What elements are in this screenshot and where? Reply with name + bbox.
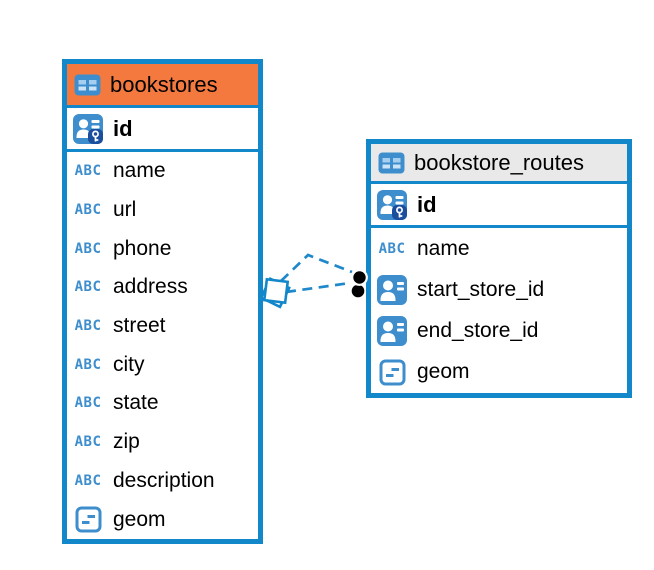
column-row-zip[interactable]: ABC zip xyxy=(67,422,258,462)
text-type-icon: ABC xyxy=(74,202,102,219)
text-type-icon: ABC xyxy=(74,318,102,335)
relationship-line-1[interactable] xyxy=(280,253,353,282)
relationship-lines[interactable] xyxy=(259,253,368,309)
column-name: state xyxy=(113,391,159,415)
column-row-end-store-id[interactable]: end_store_id xyxy=(371,310,627,352)
column-name: geom xyxy=(417,360,470,384)
table-icon xyxy=(378,152,405,173)
relationship-dot-marker[interactable] xyxy=(351,269,368,298)
column-row-street[interactable]: ABC street xyxy=(67,306,258,346)
text-type-icon: ABC xyxy=(74,240,102,257)
table-title: bookstores xyxy=(110,71,218,97)
column-row-city[interactable]: ABC city xyxy=(67,345,258,385)
text-type-icon: ABC xyxy=(74,356,102,373)
table-bookstore-routes-header[interactable]: bookstore_routes xyxy=(371,144,627,184)
column-row-name[interactable]: ABC name xyxy=(67,152,258,191)
relationship-diamond-marker[interactable] xyxy=(259,277,291,309)
column-name: description xyxy=(113,468,215,492)
table-icon xyxy=(74,74,101,95)
column-row-id[interactable]: id xyxy=(371,184,627,228)
column-row-name[interactable]: ABC name xyxy=(371,228,627,270)
column-name: end_store_id xyxy=(417,319,539,343)
column-name: zip xyxy=(113,430,140,454)
column-name: start_store_id xyxy=(417,277,545,301)
column-row-geom[interactable]: geom xyxy=(67,500,258,539)
table-bookstores[interactable]: bookstores id ABC name xyxy=(62,59,263,544)
column-row-phone[interactable]: ABC phone xyxy=(67,229,258,269)
geometry-type-icon xyxy=(377,357,407,387)
column-row-description[interactable]: ABC description xyxy=(67,461,258,501)
column-row-address[interactable]: ABC address xyxy=(67,268,258,307)
text-type-icon: ABC xyxy=(74,163,102,180)
column-name: geom xyxy=(113,507,166,531)
table-title: bookstore_routes xyxy=(414,149,584,175)
column-name: id xyxy=(113,115,133,141)
primary-key-icon xyxy=(73,113,103,144)
column-row-url[interactable]: ABC url xyxy=(67,190,258,230)
column-row-id[interactable]: id xyxy=(67,108,258,152)
reference-type-icon xyxy=(377,316,407,347)
table-bookstore-routes[interactable]: bookstore_routes id ABC name xyxy=(366,139,632,398)
relationship-line-2[interactable] xyxy=(285,281,351,294)
text-type-icon: ABC xyxy=(74,279,102,296)
column-name: phone xyxy=(113,236,172,260)
column-name: id xyxy=(417,191,437,217)
column-name: city xyxy=(113,352,145,376)
text-type-icon: ABC xyxy=(378,240,406,257)
geometry-type-icon xyxy=(73,505,103,535)
column-name: url xyxy=(113,198,137,222)
table-bookstores-header[interactable]: bookstores xyxy=(67,64,258,108)
column-row-state[interactable]: ABC state xyxy=(67,384,258,423)
column-name: name xyxy=(113,159,166,183)
reference-type-icon xyxy=(377,274,407,305)
column-name: name xyxy=(417,236,470,260)
column-row-start-store-id[interactable]: start_store_id xyxy=(371,269,627,311)
text-type-icon: ABC xyxy=(74,472,102,489)
primary-key-icon xyxy=(377,189,407,220)
text-type-icon: ABC xyxy=(74,434,102,451)
text-type-icon: ABC xyxy=(74,395,102,412)
column-name: street xyxy=(113,314,166,338)
column-row-geom[interactable]: geom xyxy=(371,351,627,393)
column-name: address xyxy=(113,275,188,299)
